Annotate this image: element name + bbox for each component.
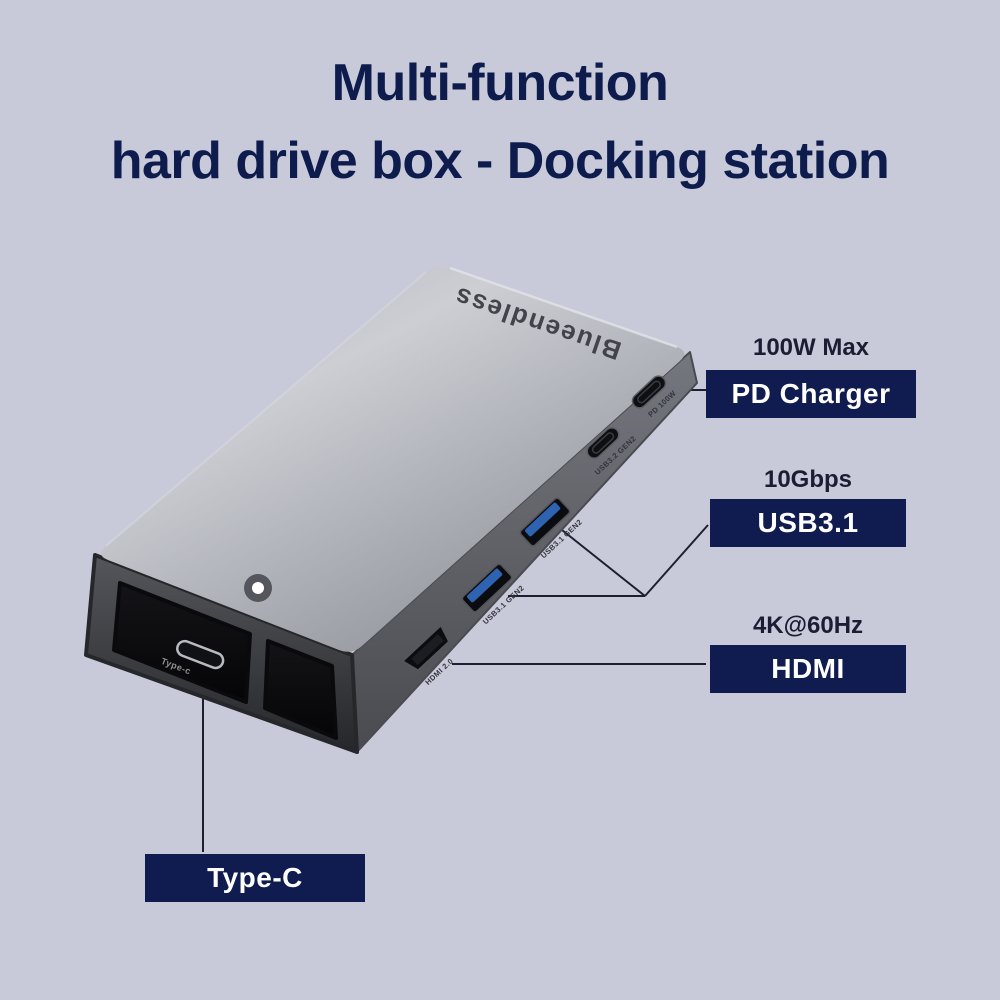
usb31-caption: 10Gbps: [763, 466, 853, 493]
pd-caption: 100W Max: [752, 334, 870, 361]
power-led: [244, 574, 272, 602]
leader-usb31-upper: [561, 529, 646, 597]
device-left-edge-highlight: [105, 271, 427, 547]
page-title-line-2: hard drive box - Docking station: [110, 132, 890, 190]
device-top-edge-highlight: [449, 266, 678, 349]
page-title-line-1: Multi-function: [331, 54, 669, 112]
hdmi-caption: 4K@60Hz: [752, 612, 864, 639]
usb31-label: USB3.1: [710, 499, 906, 547]
pd-charger-label: PD Charger: [706, 370, 916, 418]
leader-usb31-to-box: [644, 524, 709, 597]
drive-bay-panel-right: [263, 639, 338, 740]
type-c-label: Type-C: [145, 854, 365, 902]
hdmi-label: HDMI: [710, 645, 906, 693]
device-top-face: [100, 266, 685, 652]
